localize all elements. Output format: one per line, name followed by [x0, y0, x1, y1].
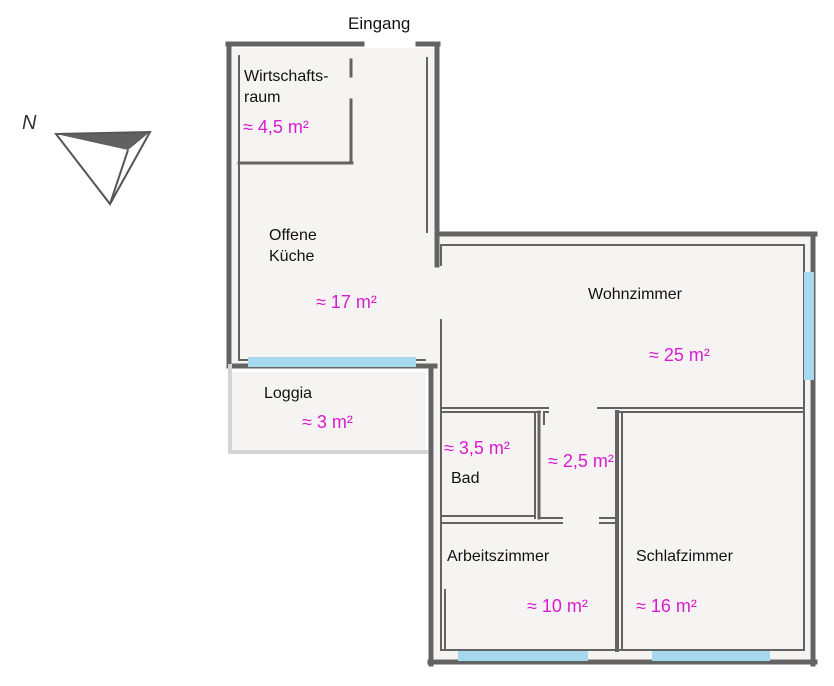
room-name-utility-1: Wirtschafts- — [244, 68, 329, 85]
room-area-kitchen: ≈ 17 m² — [316, 292, 377, 312]
floor-west-wing — [232, 48, 436, 364]
room-name-bedroom: Schlafzimmer — [636, 548, 733, 565]
room-name-kitchen-2: Küche — [269, 248, 315, 265]
room-name-loggia: Loggia — [264, 385, 313, 402]
room-area-bath: ≈ 3,5 m² — [444, 438, 510, 458]
floor-loggia — [230, 372, 426, 452]
room-name-study: Arbeitszimmer — [447, 548, 550, 565]
room-area-utility: ≈ 4,5 m² — [243, 117, 309, 137]
room-area-bedroom: ≈ 16 m² — [636, 596, 697, 616]
window — [804, 272, 814, 380]
room-area-loggia: ≈ 3 m² — [302, 412, 353, 432]
windows — [248, 272, 814, 661]
room-name-utility-2: raum — [244, 89, 281, 106]
room-name-bath: Bad — [451, 470, 480, 487]
room-area-study: ≈ 10 m² — [527, 596, 588, 616]
window — [652, 651, 770, 661]
window — [458, 651, 588, 661]
window — [248, 357, 416, 367]
floors — [230, 48, 810, 659]
room-name-kitchen-1: Offene — [269, 227, 317, 244]
entrance-label: Eingang — [348, 14, 411, 33]
room-area-living: ≈ 25 m² — [649, 345, 710, 365]
room-name-living: Wohnzimmer — [588, 286, 682, 303]
walls — [225, 41, 818, 667]
compass-letter: N — [22, 112, 37, 134]
room-area-hall: ≈ 2,5 m² — [548, 451, 614, 471]
north-arrow-icon — [53, 130, 152, 206]
